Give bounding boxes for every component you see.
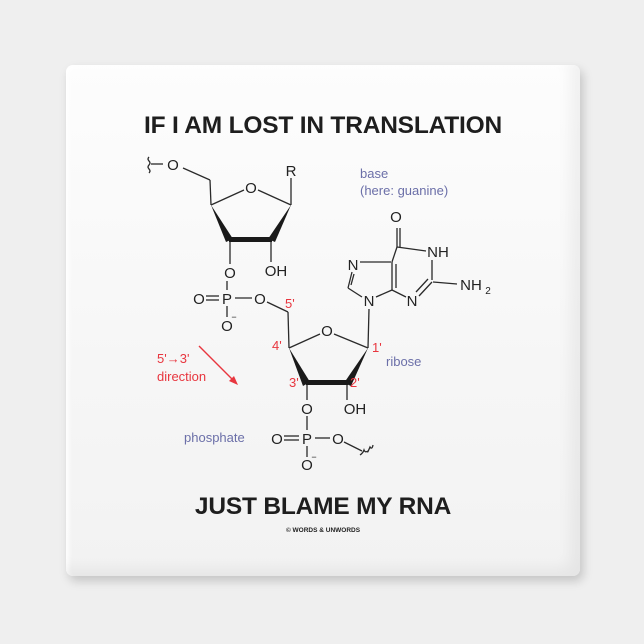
atom-n9: N bbox=[364, 293, 375, 310]
atom-o6: O bbox=[390, 209, 402, 226]
copyright-credit: © WORDS & UNWORDS bbox=[285, 527, 361, 534]
phosphate-label: phosphate bbox=[184, 430, 245, 445]
atom-n7: N bbox=[348, 257, 359, 274]
annotation-labels: base (here: guanine) ribose phosphate bbox=[184, 166, 448, 445]
atom-p: P bbox=[222, 291, 232, 308]
label-c1: 1' bbox=[372, 340, 382, 355]
atom-o-double: O bbox=[193, 291, 205, 308]
atom-o-ester: O bbox=[254, 291, 266, 308]
headline-top: IF I AM LOST IN TRANSLATION bbox=[144, 112, 502, 139]
atom-nh2: NH bbox=[460, 277, 482, 294]
wavy-bond-bottom bbox=[359, 444, 374, 456]
direction-arrow-icon bbox=[198, 345, 238, 385]
base-label: base bbox=[360, 166, 388, 181]
atom-o-double-2: O bbox=[271, 431, 283, 448]
headline-bottom: JUST BLAME MY RNA bbox=[194, 493, 452, 520]
direction-label-line2: direction bbox=[157, 369, 206, 384]
ribose-label: ribose bbox=[386, 354, 421, 369]
charge-minus-2: − bbox=[311, 452, 316, 462]
base-sublabel: (here: guanine) bbox=[360, 183, 448, 198]
bond-lines bbox=[147, 156, 458, 457]
charge-minus: − bbox=[231, 312, 236, 322]
atom-o-minus-2: O bbox=[301, 457, 313, 474]
atom-p-2: P bbox=[302, 431, 312, 448]
label-c4: 4' bbox=[272, 338, 282, 353]
carbon-number-labels: 5' 4' 1' 3' 2' 5'→3' direction bbox=[157, 296, 382, 390]
atom-labels: O O R O OH P O O O − O O OH P O O O − N … bbox=[167, 157, 491, 474]
atom-o3: O bbox=[224, 265, 236, 282]
label-c5: 5' bbox=[285, 296, 295, 311]
label-c2: 2' bbox=[350, 375, 360, 390]
atom-ring-o: O bbox=[245, 180, 257, 197]
atom-oh-2: OH bbox=[344, 401, 367, 418]
atom-o3-2: O bbox=[301, 401, 313, 418]
atom-ring-o-2: O bbox=[321, 323, 333, 340]
magnet-surface: IF I AM LOST IN TRANSLATION JUST BLAME M… bbox=[66, 65, 580, 576]
wedge-bonds bbox=[211, 205, 368, 386]
atom-r: R bbox=[286, 163, 297, 180]
direction-label-line1: 5'→3' bbox=[157, 351, 189, 366]
atom-oh: OH bbox=[265, 263, 288, 280]
atom-n3: N bbox=[407, 293, 418, 310]
atom-o-minus: O bbox=[221, 318, 233, 335]
atom-n1h: NH bbox=[427, 244, 449, 261]
wavy-bond-top bbox=[147, 156, 151, 174]
label-c3: 3' bbox=[289, 375, 299, 390]
atom-o: O bbox=[167, 157, 179, 174]
atom-nh2-subscript: 2 bbox=[485, 286, 491, 297]
atom-o-ester-2: O bbox=[332, 431, 344, 448]
